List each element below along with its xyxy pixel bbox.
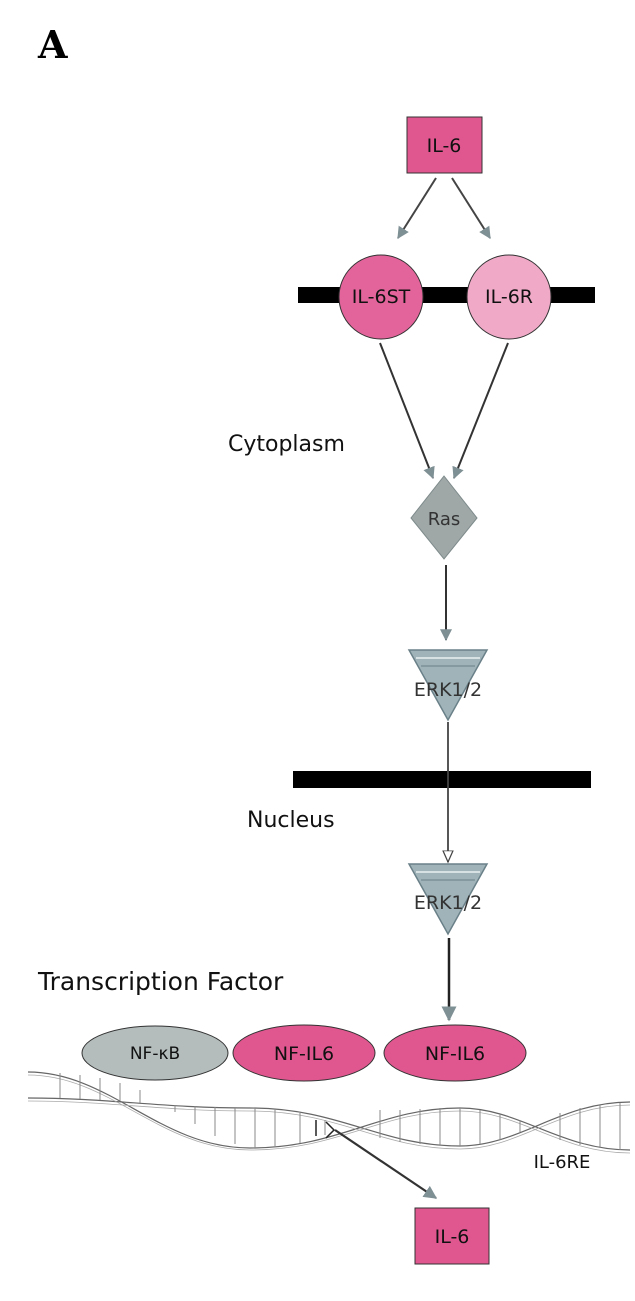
nfil6-node-1: NF-IL6 [232, 1024, 376, 1082]
il6-ligand-node: IL-6 [406, 116, 483, 174]
transcription-start-marker [315, 1120, 336, 1139]
il6-product-label: IL-6 [435, 1226, 470, 1248]
il6st-label: IL-6ST [352, 286, 411, 308]
nucleus-label: Nucleus [247, 808, 335, 833]
arrow-il6r-to-ras [452, 342, 509, 480]
erk-cytoplasm-label: ERK1/2 [414, 679, 482, 701]
arrow-il6st-to-ras [379, 342, 435, 480]
il6-ligand-label: IL-6 [427, 135, 462, 157]
transcription-factor-label: Transcription Factor [37, 967, 284, 996]
erk-nucleus-label: ERK1/2 [414, 892, 482, 914]
erk-nucleus-node: ERK1/2 [407, 863, 489, 936]
arrow-dna-to-il6 [334, 1129, 438, 1199]
nfil6-node-2: NF-IL6 [383, 1024, 527, 1082]
arrow-il6-to-il6st [397, 177, 437, 240]
nuclear-membrane-bar [293, 771, 591, 788]
erk-cytoplasm-node: ERK1/2 [407, 649, 489, 722]
dna-helix-icon [27, 1071, 631, 1154]
nfil6-label-2: NF-IL6 [425, 1043, 485, 1065]
il6-product-node: IL-6 [414, 1207, 490, 1265]
ras-node: Ras [410, 475, 478, 560]
il6r-node: IL-6R [466, 254, 552, 340]
nfkb-label: NF-κB [130, 1044, 180, 1064]
ras-label: Ras [428, 509, 461, 530]
nfkb-node: NF-κB [81, 1025, 229, 1081]
il6re-label: IL-6RE [534, 1152, 591, 1173]
il6r-label: IL-6R [485, 286, 533, 308]
panel-label: A [37, 22, 68, 67]
cytoplasm-label: Cytoplasm [228, 432, 345, 457]
nfil6-label-1: NF-IL6 [274, 1043, 334, 1065]
il6st-node: IL-6ST [338, 254, 424, 340]
arrow-il6-to-il6r [451, 177, 491, 240]
